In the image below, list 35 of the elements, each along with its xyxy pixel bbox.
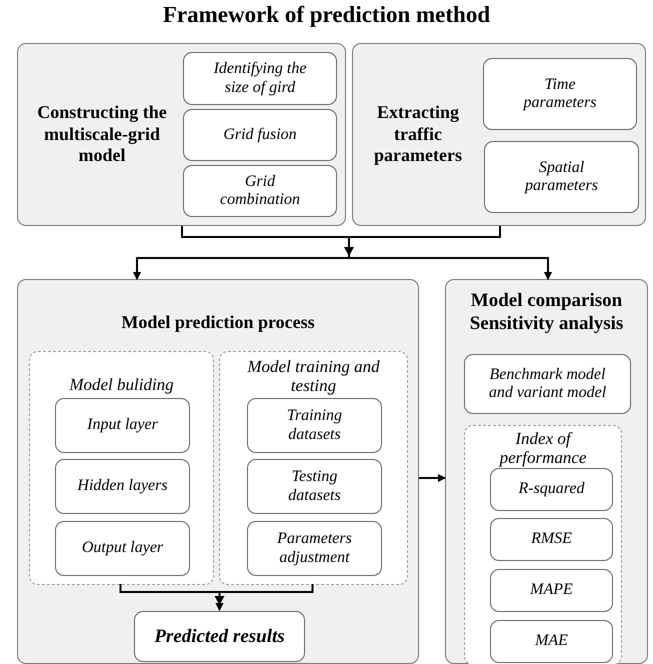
stage-panel bbox=[17, 279, 419, 664]
stage-panel bbox=[445, 279, 648, 664]
group-heading: Index of performance bbox=[498, 430, 588, 468]
panel-heading: Constructing the multiscale-grid model bbox=[36, 102, 168, 167]
arrow bbox=[216, 584, 314, 611]
group-heading: Model training and testing bbox=[246, 358, 381, 396]
arrow bbox=[419, 474, 446, 482]
step-box: Output layer bbox=[55, 521, 190, 576]
diagram-title: Framework of prediction method bbox=[162, 2, 492, 28]
step-box: Testing datasets bbox=[247, 459, 382, 514]
step-box: Grid fusion bbox=[183, 109, 337, 161]
step-box: Hidden layers bbox=[55, 459, 190, 514]
group-box bbox=[464, 425, 622, 664]
step-box: RMSE bbox=[490, 518, 613, 561]
panel-heading: Model prediction process bbox=[121, 312, 315, 334]
step-box: Benchmark model and variant model bbox=[464, 354, 631, 414]
step-box: R-squared bbox=[490, 468, 613, 511]
step-box: MAPE bbox=[490, 569, 613, 612]
step-box: MAE bbox=[490, 620, 613, 663]
step-box: Identifying the size of gird bbox=[183, 52, 337, 105]
group-box bbox=[219, 351, 408, 585]
step-box: Input layer bbox=[55, 398, 190, 453]
panel-heading: Model comparison bbox=[470, 290, 622, 313]
step-box: Training datasets bbox=[247, 398, 382, 453]
stage-panel bbox=[352, 43, 646, 226]
step-box: Grid combination bbox=[183, 165, 337, 217]
panel-heading: Sensitivity analysis bbox=[470, 312, 624, 336]
group-box bbox=[29, 351, 214, 585]
group-heading: Model buliding bbox=[69, 376, 174, 395]
step-box: Parameters adjustment bbox=[247, 521, 382, 576]
step-box: Time parameters bbox=[483, 58, 637, 130]
panel-heading: Extracting traffic parameters bbox=[373, 102, 463, 167]
stage-panel bbox=[17, 43, 346, 226]
step-box: Spatial parameters bbox=[484, 141, 639, 213]
step-box: Predicted results bbox=[134, 611, 305, 662]
